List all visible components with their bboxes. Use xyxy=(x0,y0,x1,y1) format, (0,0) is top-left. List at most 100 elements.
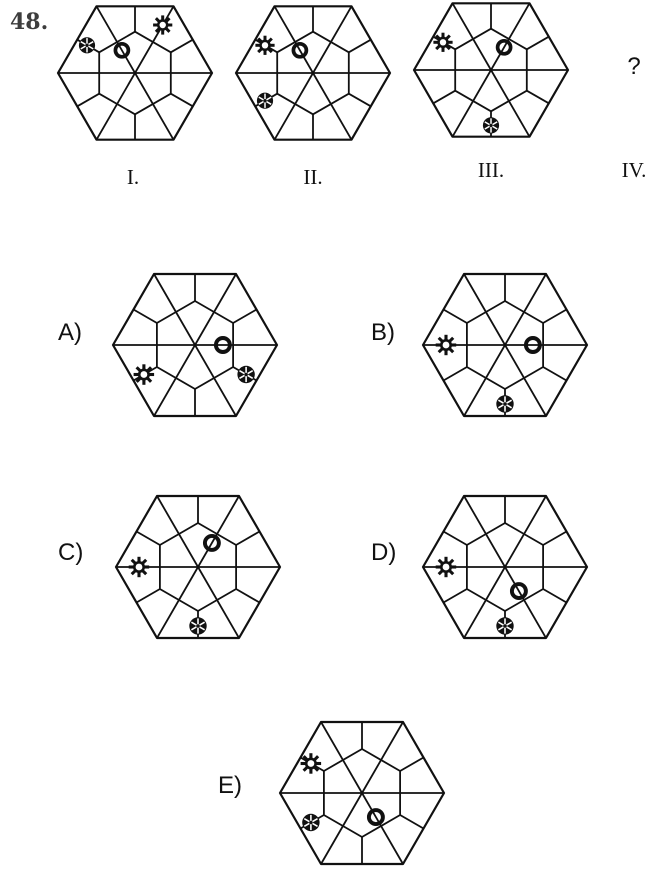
spoke-line xyxy=(197,495,240,568)
sequence-label-4: IV. xyxy=(622,158,647,182)
spoke-line xyxy=(320,792,363,865)
spoke-line xyxy=(451,2,492,71)
edge-connector xyxy=(526,89,550,105)
gear-icon xyxy=(153,15,173,35)
ring-icon xyxy=(202,533,221,552)
ring-icon xyxy=(213,336,232,354)
edge-connector xyxy=(232,308,257,324)
spoke-line xyxy=(194,344,237,417)
spoke-line xyxy=(156,495,199,568)
spoke-line xyxy=(156,566,199,639)
spoke-line xyxy=(312,72,353,141)
spoke-line xyxy=(273,72,314,141)
spoke-line xyxy=(463,566,506,639)
sequence-figure-1 xyxy=(56,5,214,141)
gear-icon xyxy=(255,35,275,55)
edge-connector xyxy=(399,756,424,772)
snowflake-icon xyxy=(496,395,514,413)
snowflake-icon xyxy=(482,117,500,134)
edge-connector xyxy=(399,814,424,830)
spoke-line xyxy=(134,5,175,74)
spoke-line xyxy=(153,344,196,417)
ring-icon xyxy=(113,41,131,59)
edge-connector xyxy=(348,38,372,54)
sequence-figure-2 xyxy=(234,5,392,141)
spoke-line xyxy=(504,344,547,417)
edge-connector xyxy=(136,588,161,604)
snowflake-icon xyxy=(78,37,96,54)
gear-icon xyxy=(435,334,457,356)
gear-icon xyxy=(128,556,150,578)
edge-connector xyxy=(235,588,260,604)
edge-connector xyxy=(443,308,468,324)
option-b-figure[interactable] xyxy=(421,272,589,418)
sequence-label-1: I. xyxy=(127,165,139,189)
spoke-line xyxy=(504,566,547,639)
ring-icon xyxy=(291,41,309,59)
ring-icon xyxy=(523,336,542,354)
ring-icon xyxy=(495,38,513,56)
option-label-c[interactable]: C) xyxy=(58,539,83,566)
edge-connector xyxy=(136,530,161,546)
spoke-line xyxy=(463,273,506,346)
ring-icon xyxy=(366,808,385,827)
spoke-line xyxy=(451,69,492,138)
sequence-label-2: II. xyxy=(303,165,322,189)
snowflake-icon xyxy=(256,92,274,109)
option-d-figure[interactable] xyxy=(421,494,589,640)
spoke-line xyxy=(273,5,314,74)
spoke-line xyxy=(504,273,547,346)
spoke-line xyxy=(490,2,531,71)
spoke-line xyxy=(95,5,136,74)
edge-connector xyxy=(170,38,194,54)
edge-connector xyxy=(235,530,260,546)
option-label-d[interactable]: D) xyxy=(371,539,396,566)
spoke-line xyxy=(312,5,353,74)
edge-connector xyxy=(542,530,567,546)
spoke-line xyxy=(361,721,404,794)
edge-connector xyxy=(542,588,567,604)
spoke-line xyxy=(490,69,531,138)
spoke-line xyxy=(463,344,506,417)
spoke-line xyxy=(194,273,237,346)
edge-connector xyxy=(133,308,158,324)
ring-icon xyxy=(509,582,528,601)
gear-icon xyxy=(435,556,457,578)
spoke-line xyxy=(95,72,136,141)
option-c-figure[interactable] xyxy=(114,494,282,640)
edge-connector xyxy=(443,366,468,382)
option-e-figure[interactable] xyxy=(278,720,446,866)
unknown-figure-marker: ? xyxy=(627,53,640,80)
edge-connector xyxy=(526,35,550,51)
gear-icon xyxy=(433,32,453,52)
snowflake-icon xyxy=(237,365,255,384)
edge-connector xyxy=(542,308,567,324)
snowflake-icon xyxy=(496,617,514,635)
spoke-line xyxy=(134,72,175,141)
snowflake-icon xyxy=(189,617,207,635)
gear-icon xyxy=(300,753,322,774)
edge-connector xyxy=(443,530,468,546)
spoke-line xyxy=(197,566,240,639)
question-number: 48. xyxy=(10,9,48,35)
snowflake-icon xyxy=(302,813,320,832)
edge-connector xyxy=(76,92,100,108)
edge-connector xyxy=(348,92,372,108)
edge-connector xyxy=(170,92,194,108)
gear-icon xyxy=(133,364,155,385)
spoke-line xyxy=(320,721,363,794)
spoke-line xyxy=(504,495,547,568)
edge-connector xyxy=(432,89,456,105)
sequence-label-3: III. xyxy=(478,158,504,182)
option-label-b[interactable]: B) xyxy=(371,319,395,346)
edge-connector xyxy=(542,366,567,382)
option-label-e[interactable]: E) xyxy=(218,772,242,799)
edge-connector xyxy=(443,588,468,604)
spoke-line xyxy=(463,495,506,568)
option-label-a[interactable]: A) xyxy=(58,319,82,346)
sequence-figure-3 xyxy=(412,2,570,138)
spoke-line xyxy=(153,273,196,346)
option-a-figure[interactable] xyxy=(111,272,279,418)
spoke-line xyxy=(361,792,404,865)
